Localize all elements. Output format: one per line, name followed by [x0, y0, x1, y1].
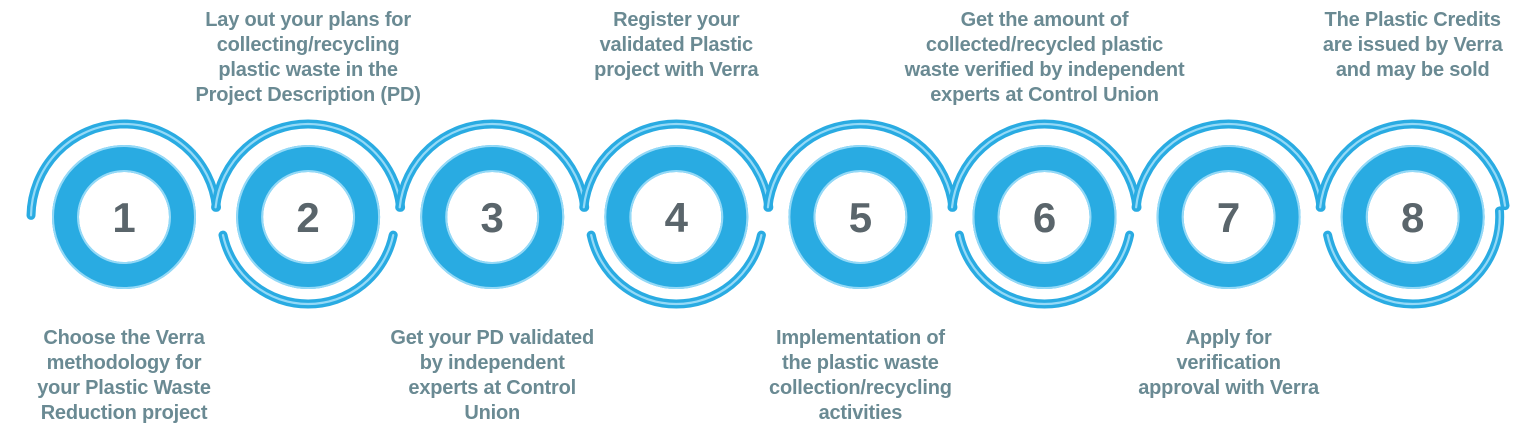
step-ring-3	[420, 145, 565, 289]
connector-top-arc-stripe-3	[398, 122, 586, 209]
step-label-2: Lay out your plans for collecting/recycl…	[195, 9, 421, 106]
step-ring-5	[788, 145, 933, 289]
connector-bottom-arc-stripe-4	[590, 233, 763, 306]
step-ring-outer-edge-4	[604, 145, 749, 289]
connector-bottom-arc-stripe-8	[1326, 209, 1501, 306]
step-label-7: Apply for verification approval with Ver…	[1138, 327, 1319, 399]
step-ring-8	[1340, 145, 1485, 289]
step-ring-outer-edge-1	[52, 145, 196, 289]
step-ring-4	[604, 145, 749, 289]
step-label-6: Get the amount of collected/recycled pla…	[904, 9, 1185, 106]
step-ring-outer-edge-5	[788, 145, 933, 289]
step-number-7: 7	[1217, 194, 1240, 241]
step-ring-inner-edge-4	[629, 170, 724, 264]
step-number-1: 1	[112, 194, 135, 241]
step-label-5: Implementation of the plastic waste coll…	[769, 327, 952, 424]
step-ring-inner-edge-3	[445, 170, 540, 264]
connector-bottom-arc-stripe-2	[221, 233, 395, 306]
connector-top-arc-stripe-6	[950, 122, 1139, 209]
step-ring-outer-edge-8	[1340, 145, 1485, 289]
step-label-4: Register your validated Plastic project …	[594, 9, 759, 81]
step-label-1: Choose the Verra methodology for your Pl…	[37, 327, 211, 424]
step-label-8: The Plastic Credits are issued by Verra …	[1322, 9, 1503, 81]
step-ring-inner-edge-1	[77, 170, 171, 264]
step-number-5: 5	[849, 194, 872, 241]
step-ring-2	[236, 145, 381, 289]
step-ring-inner-edge-5	[813, 170, 908, 264]
connector-top-arc-stripe-4	[582, 122, 770, 209]
step-ring-inner-edge-2	[261, 170, 356, 264]
step-ring-outer-edge-7	[1156, 145, 1301, 289]
step-number-2: 2	[296, 194, 319, 241]
step-ring-inner-edge-6	[997, 170, 1092, 264]
step-ring-outer-edge-6	[972, 145, 1117, 289]
step-ring-outer-edge-2	[236, 145, 381, 289]
step-ring-outer-edge-3	[420, 145, 565, 289]
step-label-3: Get your PD validated by independent exp…	[390, 327, 594, 424]
connector-top-arc-stripe-2	[214, 122, 402, 209]
step-number-4: 4	[665, 194, 689, 241]
connector-bottom-arc-stripe-6	[958, 233, 1131, 306]
connector-top-arc-stripe-1	[29, 122, 218, 217]
step-number-3: 3	[481, 194, 504, 241]
step-number-6: 6	[1033, 194, 1056, 241]
step-ring-inner-edge-8	[1365, 170, 1460, 264]
step-ring-6	[972, 145, 1117, 289]
step-ring-inner-edge-7	[1181, 170, 1276, 264]
step-number-8: 8	[1401, 194, 1424, 241]
step-ring-1	[52, 145, 196, 289]
connector-top-arc-stripe-5	[766, 122, 954, 209]
connector-top-arc-stripe-8	[1319, 122, 1507, 209]
step-ring-7	[1156, 145, 1301, 289]
connector-top-arc-stripe-7	[1135, 122, 1323, 209]
